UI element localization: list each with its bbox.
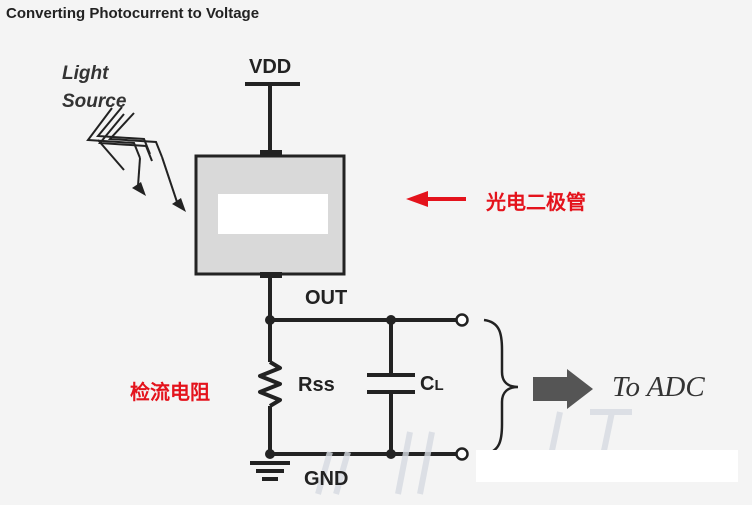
output-brace <box>483 318 519 456</box>
annotation-arrow-head <box>406 191 428 207</box>
gnd-terminal <box>455 447 469 461</box>
out-terminal <box>455 313 469 327</box>
out-pin <box>260 272 282 278</box>
light-ray-icon <box>86 106 163 171</box>
vdd-pin <box>260 150 282 156</box>
light-source-label-line2: Source <box>62 91 127 112</box>
to-adc-arrow <box>533 369 593 409</box>
photodiode-window <box>218 194 328 234</box>
capacitor-label-sub: L <box>434 377 444 394</box>
diagram-title: Converting Photocurrent to Voltage <box>6 5 260 22</box>
capacitor-label-main: C <box>420 373 435 395</box>
light-ray-arrowhead-2 <box>172 198 186 212</box>
light-source-label-line1: Light <box>62 63 109 84</box>
resistor-symbol <box>258 360 282 408</box>
out-label: OUT <box>305 287 348 309</box>
resistor-label: Rss <box>298 374 335 396</box>
to-adc-label: To ADC <box>612 371 705 403</box>
photodiode-annotation: 光电二极管 <box>486 190 586 214</box>
light-ray-arrowhead-1 <box>132 182 146 196</box>
capacitor-label: CL <box>420 373 444 396</box>
light-ray-tail-1 <box>137 157 141 187</box>
gnd-node-left <box>265 449 275 459</box>
light-ray-tail-2 <box>161 156 178 203</box>
sense-resistor-annotation: 检流电阻 <box>130 380 210 404</box>
gnd-label: GND <box>304 468 349 490</box>
gnd-node-mid <box>386 449 396 459</box>
vdd-label: VDD <box>249 56 292 78</box>
watermark-cover <box>476 450 738 482</box>
